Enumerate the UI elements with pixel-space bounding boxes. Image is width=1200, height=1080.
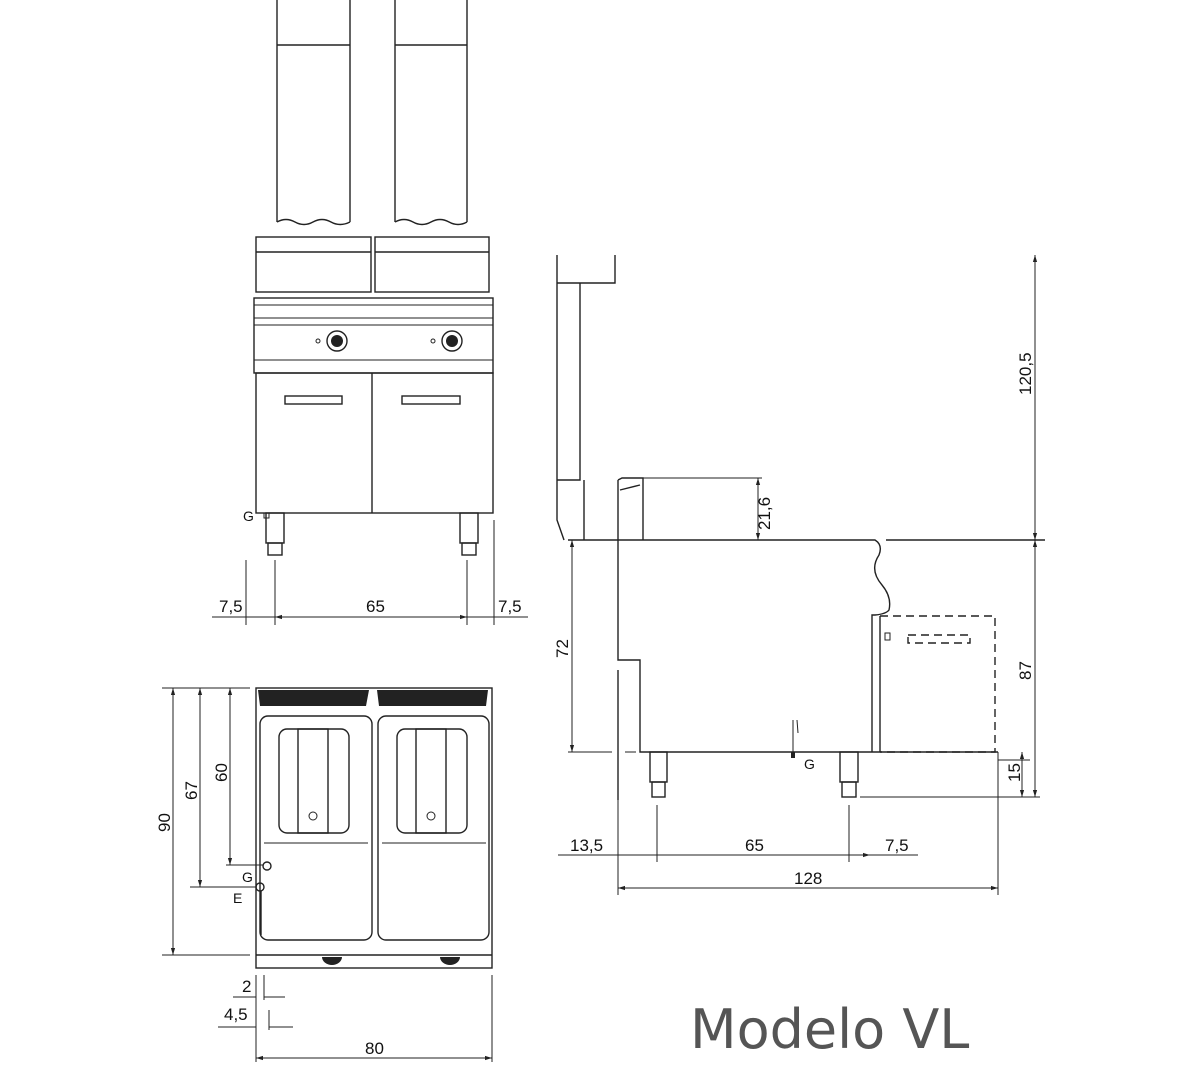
front-view: G 7,5 65 7,5 <box>212 0 528 625</box>
dim-rear-offset: 7,5 <box>885 836 909 855</box>
chimneys <box>276 0 468 226</box>
dim-offset-g: 2 <box>242 977 251 996</box>
dim-body-height: 72 <box>553 639 572 658</box>
gas-label: G <box>243 508 254 524</box>
top-view: 90 67 60 G E 2 4,5 80 <box>155 687 493 1062</box>
dim-pan-height: 21,6 <box>755 497 774 530</box>
dim-leg-spacing: 65 <box>366 597 385 616</box>
gas-label: G <box>242 869 253 885</box>
control-panel <box>253 297 494 374</box>
dim-width: 80 <box>365 1039 384 1058</box>
dim-depth-g: 60 <box>212 763 231 782</box>
knob-left <box>315 330 348 352</box>
dim-depth-e: 67 <box>182 781 201 800</box>
dim-depth-total: 90 <box>155 813 174 832</box>
dim-leg-spacing: 65 <box>745 836 764 855</box>
dim-right-margin: 7,5 <box>498 597 522 616</box>
basket-right <box>374 236 490 293</box>
dim-total-depth: 128 <box>794 869 822 888</box>
dim-work-height: 87 <box>1016 661 1035 680</box>
knob-right <box>430 330 463 352</box>
electric-label: E <box>233 890 242 906</box>
dim-total-height: 120,5 <box>1016 352 1035 395</box>
dim-left-margin: 7,5 <box>219 597 243 616</box>
dim-offset-e: 4,5 <box>224 1005 248 1024</box>
model-title: Modelo VL <box>690 998 969 1061</box>
gas-label: G <box>804 756 815 772</box>
dim-front-offset: 13,5 <box>570 836 603 855</box>
doors <box>255 372 494 514</box>
handle-left <box>284 395 343 405</box>
dim-leg-height: 15 <box>1005 763 1024 782</box>
basket-left <box>255 236 372 293</box>
handle-right <box>401 395 461 405</box>
side-view: 21,6 G 72 120,5 87 15 13,5 65 7,5 128 <box>553 255 1045 895</box>
